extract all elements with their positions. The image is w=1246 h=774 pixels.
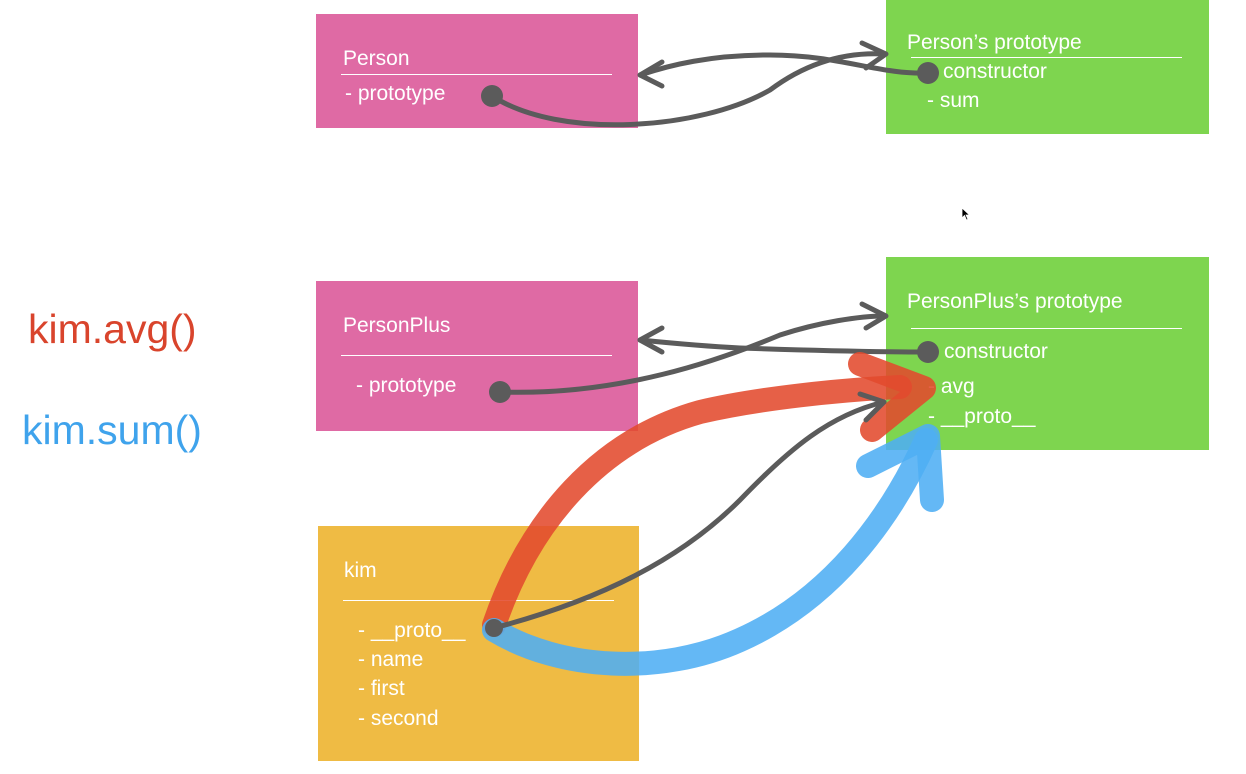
person-prototype-box: Person’s prototype constructor - sum <box>886 0 1209 134</box>
personplus-prototype-divider <box>911 328 1182 329</box>
personplus-prototype-constructor: constructor <box>944 340 1048 363</box>
person-prototype-divider <box>911 57 1182 58</box>
personplus-prototype-box: PersonPlus’s prototype constructor - avg… <box>886 257 1209 450</box>
person-box: Person - prototype <box>316 14 638 128</box>
kim-second-item: - second <box>358 707 439 730</box>
kim-sum-call: kim.sum() <box>22 407 202 453</box>
personplus-prototype-proto: - __proto__ <box>928 405 1036 428</box>
arrowhead-kim-proto <box>857 391 887 423</box>
person-prototype-constructor: constructor <box>943 60 1047 83</box>
personplus-title: PersonPlus <box>343 314 451 337</box>
personplus-prototype-item: - prototype <box>356 374 457 397</box>
person-prototype-item: - prototype <box>345 82 446 105</box>
arrowhead-person-prototype <box>859 40 889 71</box>
arrowhead-person-constructor <box>637 59 665 89</box>
kim-first-item: - first <box>358 677 405 700</box>
personplus-divider <box>341 355 612 356</box>
arrow-person-constructor-link <box>637 52 931 78</box>
kim-box: kim - __proto__ - name - first - second <box>318 526 639 761</box>
kim-avg-call: kim.avg() <box>28 306 197 352</box>
arrowhead-personplus-prototype <box>859 301 889 331</box>
mouse-pointer-icon <box>961 207 971 221</box>
kim-name-item: - name <box>358 648 424 671</box>
personplus-prototype-avg: - avg <box>928 375 975 398</box>
arrowhead-personplus-constructor <box>637 325 665 355</box>
person-prototype-sum: - sum <box>927 89 980 112</box>
kim-title: kim <box>344 559 377 582</box>
arrow-personplus-constructor-link <box>637 337 931 355</box>
kim-proto-item: - __proto__ <box>358 619 466 642</box>
person-prototype-title: Person’s prototype <box>907 31 1082 54</box>
person-divider <box>341 74 612 75</box>
person-title: Person <box>343 47 410 70</box>
personplus-prototype-title: PersonPlus’s prototype <box>907 290 1123 313</box>
personplus-box: PersonPlus - prototype <box>316 281 638 431</box>
kim-divider <box>343 600 614 601</box>
